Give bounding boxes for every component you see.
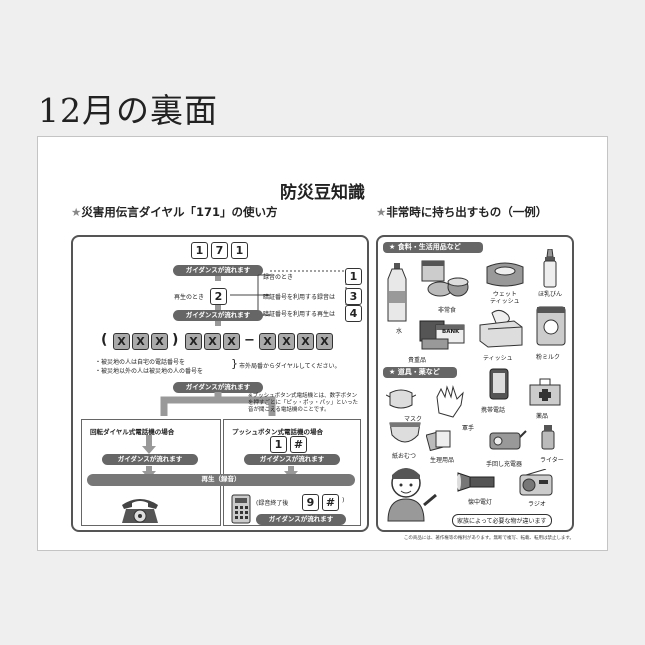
playback-bar: 再生（録音） [87, 474, 355, 486]
guidance-bar: ガイダンスが流れます [244, 454, 340, 465]
mask-label: マスク [404, 416, 423, 423]
note-dial: 市外局番からダイヤルしてください。 [239, 363, 341, 370]
x-box: X [185, 333, 202, 350]
option-box: 1 [345, 268, 362, 285]
baby-bottle-icon [543, 249, 557, 288]
push-phone-icon [231, 494, 251, 524]
wet-tissue-label: ウェット ティッシュ [490, 291, 520, 305]
formula-milk-icon [536, 306, 566, 346]
family-note: 家族によって必要な物が違います [452, 514, 552, 527]
flow-arrow [215, 321, 221, 326]
emergency-items-panel: ★ 食料・生活用品など 水 非常食 ウェット ティッシュ ほ乳びん [376, 235, 574, 532]
push-title: プッシュボタン式電話機の場合 [232, 428, 323, 436]
x-box: X [204, 333, 221, 350]
gloves-label: 軍手 [462, 425, 475, 432]
flashlight-label: 懐中電灯 [468, 499, 493, 506]
star-icon: ★ [71, 205, 82, 219]
option-box: 4 [345, 305, 362, 322]
flashlight-icon [457, 472, 495, 492]
note-line-2: ・被災地以外の人は被災地の人の番号を [95, 368, 204, 375]
guidance-bar: ガイダンスが流れます [173, 310, 263, 321]
push-section: プッシュボタン式電話機の場合 1 # ガイダンスが流れます (録音終了後 9 #… [223, 419, 361, 526]
emergency-food-label: 非常食 [438, 307, 457, 314]
x-box: X [132, 333, 149, 350]
digit-box: 1 [270, 436, 287, 453]
flow-arrow [215, 305, 221, 310]
star-icon: ★ [376, 205, 387, 219]
x-box: X [113, 333, 130, 350]
digit-box: 7 [211, 242, 228, 259]
lighter-icon [541, 425, 555, 450]
mobile-phone-icon [489, 368, 509, 400]
mask-icon [386, 389, 416, 409]
after-record-label: (録音終了後 [256, 500, 289, 507]
x-box: X [259, 333, 276, 350]
hash-box: # [322, 494, 339, 511]
rotary-title: 回転ダイヤル式電話機の場合 [90, 428, 175, 436]
medicine-label: 薬品 [536, 413, 549, 420]
playback-label: 再生のとき [174, 294, 205, 301]
radio-icon [519, 469, 553, 496]
push-note: ※プッシュボタン式電話機とは、数字ボタンを押すごとに「ピッ・ポッ・パッ」といった… [248, 393, 359, 413]
tissue-box-icon [479, 309, 523, 348]
guidance-bar: ガイダンスが流れます [102, 454, 198, 465]
diaper-label: 紙おむつ [392, 453, 417, 460]
food-category-bar: ★ 食料・生活用品など [383, 242, 483, 253]
water-bottle-icon [387, 263, 407, 322]
option-box: 3 [345, 288, 362, 305]
medicine-box-icon [529, 378, 561, 406]
valuables-label: 貴重品 [408, 357, 427, 364]
option-box: 2 [210, 288, 227, 305]
flow-arrow [215, 276, 221, 281]
baby-bottle-label: ほ乳びん [538, 291, 563, 298]
digit-box: 1 [231, 242, 248, 259]
x-box: X [316, 333, 333, 350]
copyright-note: この商品には、著作権等の権利があります。無断で複写、転載、転用は禁止します。 [403, 536, 574, 541]
mobile-phone-label: 携帯電話 [481, 407, 506, 414]
sanitary-products-icon [426, 430, 451, 451]
digit-box: 9 [302, 494, 319, 511]
wet-tissue-icon [486, 262, 524, 287]
dial-instructions-panel: 1 7 1 ガイダンスが流れます 再生のとき 2 録音のとき 暗証番号を利用する… [71, 235, 369, 532]
left-subtitle: ★災害用伝言ダイヤル「171」の使い方 [71, 205, 278, 219]
x-box: X [278, 333, 295, 350]
right-subtitle: ★非常時に持ち出すもの（一例） [376, 205, 548, 219]
sanitary-label: 生理用品 [430, 457, 455, 464]
hand-crank-charger-icon [489, 430, 527, 450]
x-box: X [151, 333, 168, 350]
valuables-icon [419, 320, 465, 350]
branch-arrows [160, 392, 276, 416]
sheet-title: 防災豆知識 [280, 183, 365, 203]
tools-category-bar: ★ 道具・薬など [383, 367, 457, 378]
family-person-icon [387, 468, 437, 522]
digit-box: 1 [191, 242, 208, 259]
diaper-icon [389, 422, 421, 443]
hash-box: # [290, 436, 307, 453]
guidance-bar: ガイダンスが流れます [256, 514, 346, 525]
note-line-1: ・被災地の人は自宅の電話番号を [95, 359, 186, 366]
radio-label: ラジオ [528, 501, 546, 508]
rotary-section: 回転ダイヤル式電話機の場合 ガイダンスが流れます [81, 419, 221, 526]
record-label: 録音のとき [263, 274, 294, 281]
bank-label: BANK [442, 329, 460, 335]
pin-record-label: 暗証番号を利用する録音は [263, 294, 336, 301]
rotary-phone-icon [122, 499, 158, 523]
charger-label: 手回し充電器 [486, 461, 523, 468]
lighter-label: ライター [540, 457, 564, 464]
pin-play-label: 暗証番号を利用する再生は [263, 311, 336, 318]
work-gloves-icon [436, 385, 464, 418]
guidance-bar: ガイダンスが流れます [173, 265, 263, 276]
guidance-bar: ガイダンスが流れます [173, 382, 263, 393]
emergency-food-icon [421, 260, 469, 297]
formula-milk-label: 粉ミルク [536, 354, 561, 361]
x-box: X [297, 333, 314, 350]
calendar-back-sheet: 防災豆知識 ★災害用伝言ダイヤル「171」の使い方 ★非常時に持ち出すもの（一例… [37, 136, 608, 551]
x-box: X [223, 333, 240, 350]
water-label: 水 [396, 328, 403, 335]
tissue-label: ティッシュ [483, 355, 513, 362]
page-heading: 12月の裏面 [38, 91, 218, 130]
